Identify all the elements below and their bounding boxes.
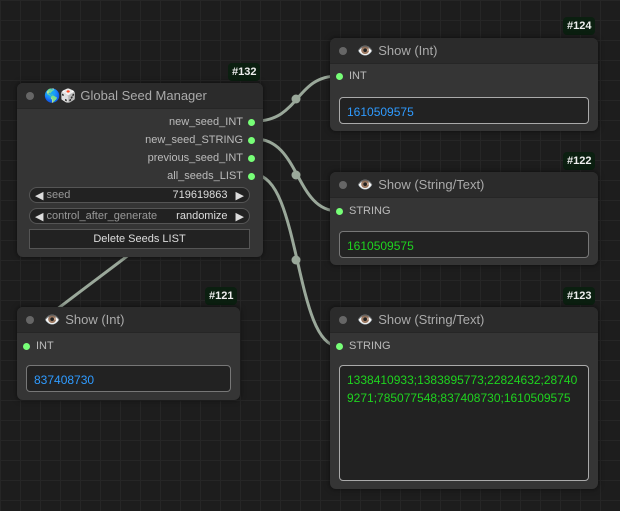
collapse-dot[interactable] [339, 315, 347, 324]
show-int-node-121[interactable]: 👁️ Show (Int) INT 837408730 [17, 307, 240, 400]
node-id-badge: #122 [563, 152, 596, 170]
control-after-generate-widget[interactable]: ◀ control_after_generate randomize ▶ [29, 208, 250, 224]
link-midpoint [291, 255, 301, 265]
node-title: Show (Int) [378, 43, 438, 58]
input-slot[interactable] [23, 342, 30, 350]
eye-icon: 👁️ [44, 311, 61, 327]
input-label: INT [36, 340, 54, 352]
output-slot[interactable] [248, 136, 255, 144]
collapse-dot[interactable] [26, 91, 34, 100]
node-title: Show (String/Text) [378, 312, 485, 327]
node-title: Global Seed Manager [80, 88, 207, 103]
control-value[interactable]: randomize [176, 210, 228, 222]
collapse-dot[interactable] [339, 46, 347, 55]
output-slot[interactable] [248, 154, 255, 162]
node-title: Show (String/Text) [378, 177, 485, 192]
output-previous-seed-int[interactable]: previous_seed_INT [148, 152, 255, 164]
show-string-node-123[interactable]: 👁️ Show (String/Text) STRING 1338410933;1… [330, 307, 598, 489]
node-id-badge: #121 [205, 287, 238, 305]
input-slot[interactable] [336, 207, 343, 215]
input-label: STRING [349, 340, 391, 352]
string-value-display[interactable]: 1610509575 [339, 231, 589, 258]
seed-value[interactable]: 719619863 [172, 189, 228, 201]
input-label: INT [349, 70, 367, 82]
input-slot[interactable] [336, 342, 343, 350]
output-new-seed-string[interactable]: new_seed_STRING [145, 134, 255, 146]
node-id-badge: #132 [228, 63, 261, 81]
eye-icon: 👁️ [357, 42, 374, 58]
global-seed-manager-node[interactable]: 🌎🎲 Global Seed Manager new_seed_INT new_… [17, 83, 263, 257]
output-label: previous_seed_INT [147, 152, 243, 164]
input-int[interactable]: INT [23, 340, 54, 352]
input-string[interactable]: STRING [336, 205, 391, 217]
input-int[interactable]: INT [336, 70, 367, 82]
node-title-bar[interactable]: 👁️ Show (Int) [17, 307, 240, 333]
output-label: new_seed_INT [169, 116, 243, 128]
increment-arrow-icon[interactable]: ▶ [235, 189, 244, 202]
collapse-dot[interactable] [339, 180, 347, 189]
prev-option-arrow-icon[interactable]: ◀ [35, 210, 44, 223]
eye-icon: 👁️ [357, 311, 374, 327]
node-id-badge: #123 [563, 287, 596, 305]
seed-widget[interactable]: ◀ seed 719619863 ▶ [29, 187, 250, 203]
input-string[interactable]: STRING [336, 340, 391, 352]
output-slot[interactable] [248, 172, 255, 180]
node-title-bar[interactable]: 👁️ Show (String/Text) [330, 172, 598, 198]
link-midpoint [291, 170, 301, 180]
output-all-seeds-list[interactable]: all_seeds_LIST [167, 170, 255, 182]
show-string-node-122[interactable]: 👁️ Show (String/Text) STRING 1610509575 [330, 172, 598, 265]
node-title-bar[interactable]: 👁️ Show (String/Text) [330, 307, 598, 333]
show-int-node-124[interactable]: 👁️ Show (Int) INT 1610509575 [330, 38, 598, 131]
node-title-bar[interactable]: 🌎🎲 Global Seed Manager [17, 83, 263, 109]
node-title-bar[interactable]: 👁️ Show (Int) [330, 38, 598, 64]
link-midpoint [291, 94, 301, 104]
next-option-arrow-icon[interactable]: ▶ [235, 210, 244, 223]
eye-icon: 👁️ [357, 176, 374, 192]
input-label: STRING [349, 205, 391, 217]
seed-list-display[interactable]: 1338410933;1383895773;22824632;287409271… [339, 365, 589, 481]
input-slot[interactable] [336, 72, 343, 80]
output-label: new_seed_STRING [145, 134, 243, 146]
widget-label: seed [46, 189, 71, 201]
output-label: all_seeds_LIST [167, 170, 243, 182]
decrement-arrow-icon[interactable]: ◀ [35, 189, 44, 202]
output-slot[interactable] [248, 118, 255, 126]
node-id-badge: #124 [563, 17, 596, 35]
globe-dice-icon: 🌎🎲 [44, 87, 77, 103]
collapse-dot[interactable] [26, 315, 34, 324]
widget-label: control_after_generate [46, 210, 158, 222]
output-new-seed-int[interactable]: new_seed_INT [169, 116, 255, 128]
delete-seeds-list-button[interactable]: Delete Seeds LIST [29, 229, 250, 249]
node-title: Show (Int) [65, 312, 125, 327]
int-value-display[interactable]: 837408730 [26, 365, 231, 392]
int-value-display[interactable]: 1610509575 [339, 97, 589, 124]
